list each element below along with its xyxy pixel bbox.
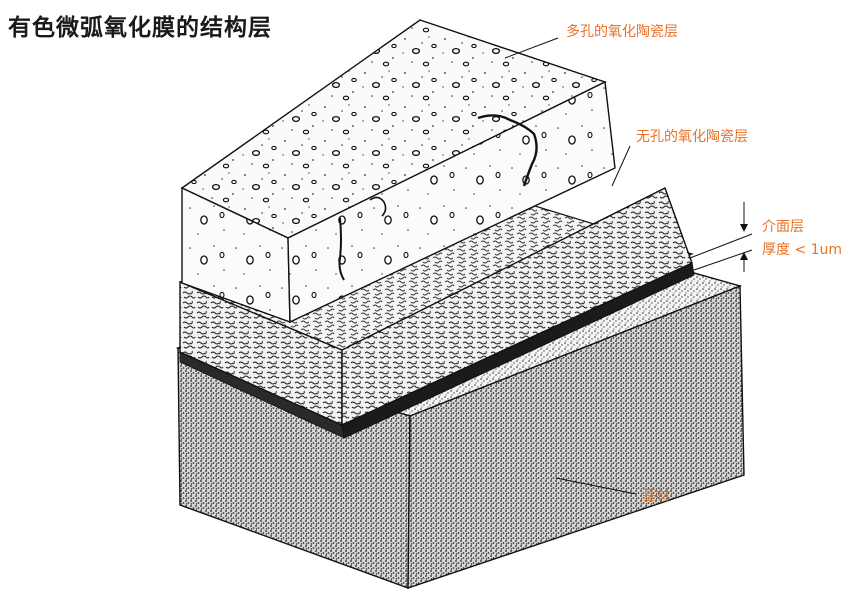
thickness-arrowhead-top [740, 224, 748, 232]
page-title: 有色微弧氧化膜的结构层 [8, 15, 272, 41]
crack-line-2 [338, 217, 345, 281]
crack-line [477, 114, 538, 187]
thickness-arrowhead-bottom [740, 252, 748, 260]
crack-line-3 [369, 196, 387, 217]
substrate-label: 基材 [642, 487, 670, 504]
porous-layer-label: 多孔的氧化陶瓷层 [566, 23, 678, 40]
porous-layer-leader [504, 37, 559, 59]
substrate-side-face [407, 284, 745, 589]
interface-leader-top [689, 233, 753, 259]
porous-layer-side-face [287, 80, 616, 324]
substrate-leader [555, 477, 637, 495]
dense-layer-label: 无孔的氧化陶瓷层 [636, 129, 748, 145]
interface-thickness-label: 厚度 < 1um [762, 242, 842, 258]
interface-leader-bottom [693, 249, 753, 271]
dense-layer-leader [611, 145, 631, 187]
interface-layer-label: 介面层 [762, 219, 804, 235]
dense-layer-side-face [341, 187, 693, 427]
